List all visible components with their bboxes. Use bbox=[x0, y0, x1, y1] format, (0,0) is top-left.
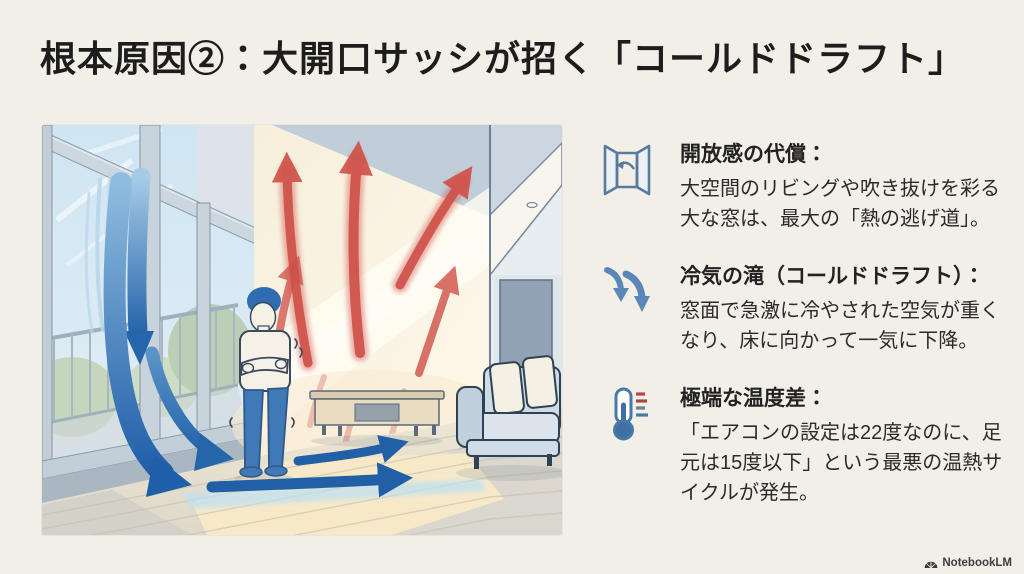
cold-downdraft-arrows-icon bbox=[600, 263, 654, 321]
cold-air-arrows bbox=[84, 167, 234, 497]
floor-draft-arrows bbox=[182, 435, 486, 509]
point-heading: 極端な温度差： bbox=[680, 387, 827, 410]
page-title: 根本原因②：大開口サッシが招く「コールドドラフト」 bbox=[40, 39, 966, 79]
watermark: NotebookLM bbox=[924, 557, 1012, 569]
sofa bbox=[456, 355, 562, 481]
shivering-person bbox=[229, 287, 303, 485]
thermometer-icon bbox=[600, 385, 654, 443]
point-body: 「エアコンの設定は22度なのに、足元は15度以下」という最悪の温熱サイクルが発生… bbox=[680, 422, 1003, 505]
warm-air-arrows bbox=[271, 140, 473, 460]
point-heading: 開放感の代償： bbox=[680, 143, 827, 166]
point-body: 大空間のリビングや吹き抜けを彩る大な窓は、最大の「熱の逃げ道」。 bbox=[680, 178, 1000, 231]
notebooklm-logo-icon bbox=[924, 561, 938, 568]
open-window-icon bbox=[600, 141, 654, 199]
watermark-label: NotebookLM bbox=[942, 557, 1012, 569]
point-open-window: 開放感の代償： 大空間のリビングや吹き抜けを彩る大な窓は、最大の「熱の逃げ道」。 bbox=[600, 141, 1014, 234]
point-cold-draft: 冷気の滝（コールドドラフト）： 窓面で急激に冷やされた空気が重くなり、床に向かっ… bbox=[600, 263, 1014, 356]
point-body: 窓面で急激に冷やされた空気が重くなり、床に向かって一気に下降。 bbox=[680, 300, 1000, 353]
cold-draft-illustration bbox=[42, 125, 562, 535]
point-heading: 冷気の滝（コールドドラフト）： bbox=[680, 265, 985, 288]
room-scene bbox=[42, 125, 562, 535]
floor bbox=[42, 408, 562, 535]
point-temperature-gap: 極端な温度差： 「エアコンの設定は22度なのに、足元は15度以下」という最悪の温… bbox=[600, 385, 1014, 508]
tv-stand bbox=[309, 390, 445, 447]
